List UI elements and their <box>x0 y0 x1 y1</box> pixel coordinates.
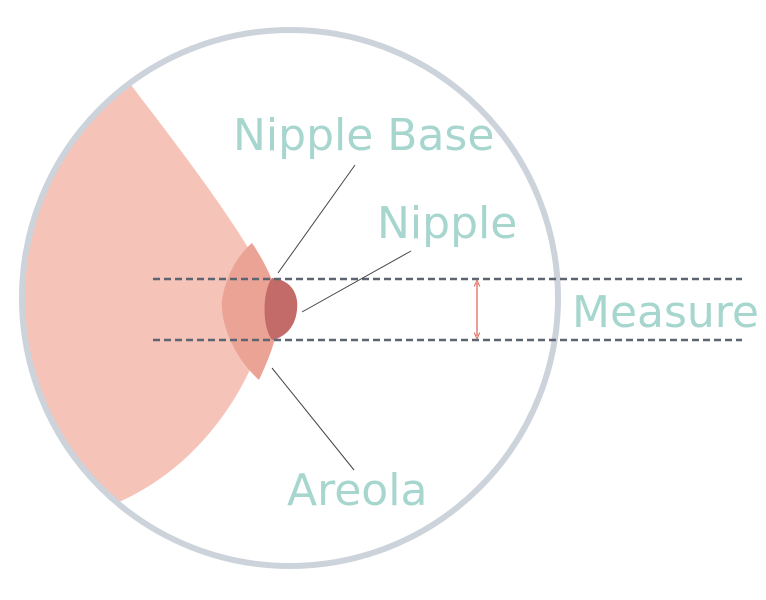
magnifier-ring <box>19 27 561 569</box>
areola-label: Areola <box>287 465 427 516</box>
areola-leader-line <box>271 367 355 471</box>
nipple-leader-line <box>301 250 412 313</box>
nipple-shape <box>264 278 298 340</box>
areola-shape <box>221 243 279 380</box>
nipple-label: Nipple <box>377 198 517 249</box>
nipple-base-label: Nipple Base <box>233 110 494 161</box>
measure-label: Measure <box>572 287 759 338</box>
nipple-base-leader-line <box>277 164 356 274</box>
